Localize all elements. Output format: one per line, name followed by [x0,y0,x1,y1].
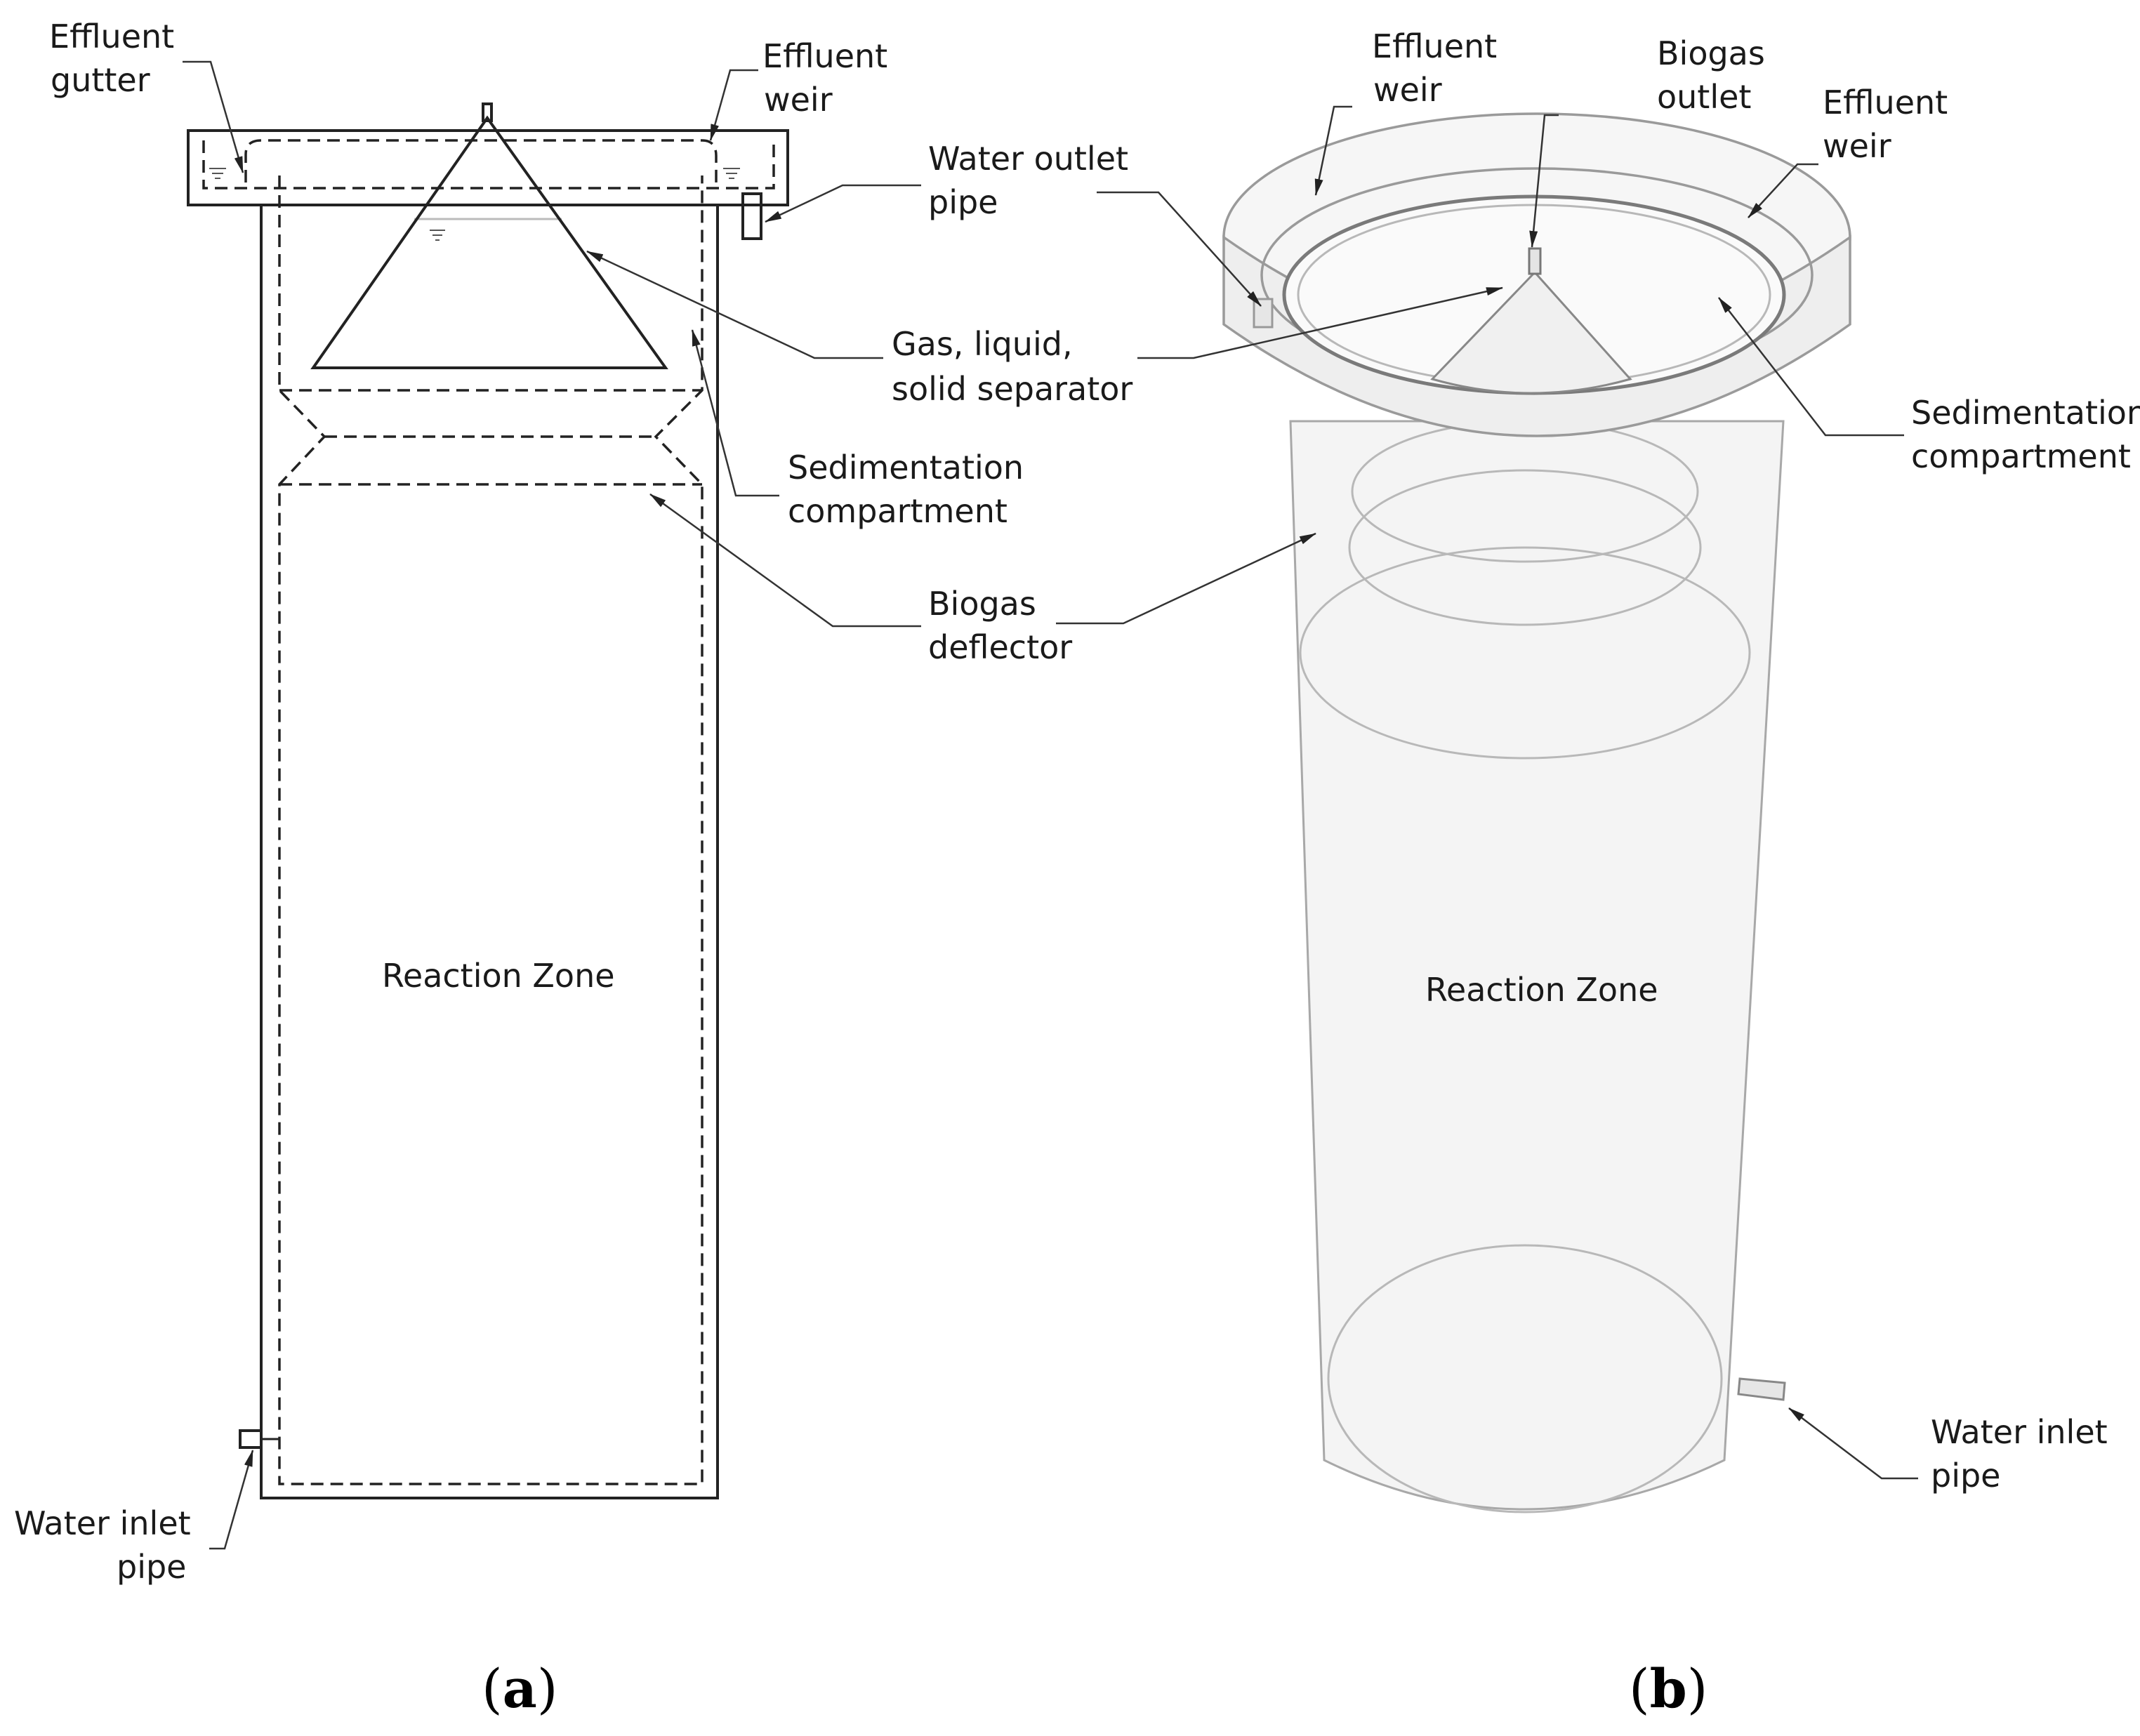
biogas-outlet-nozzle-b [1528,247,1542,275]
label-sedimentation-b: Sedimentation compartment [1911,394,2140,475]
label-sedimentation-a: Sedimentation compartment [788,449,1034,530]
label-effluent-weir-right-b: Effluent weir [1823,84,1958,165]
gls-separator-cone-a [310,115,668,369]
water-level-symbol [209,168,740,241]
panel-b-leaders [1056,105,1918,1480]
reactor-column-a [260,204,719,1499]
water-inlet-pipe-b [1737,1377,1786,1401]
panel-b-labels: Effluent weir Biogas outlet Effluent wei… [1372,27,2140,1495]
outer-shell-a [187,129,789,206]
water-outlet-pipe-a [741,192,762,240]
panel-a-labels: Effluent gutter Effluent weir Water outl… [14,18,1139,1586]
label-biogas-deflector-a: Biogas deflector [928,585,1072,666]
gls-separator-cone-b [1430,270,1632,395]
effluent-weir-a [244,139,718,185]
deflector-ring-b [1348,469,1702,626]
water-inlet-pipe-a [239,1429,263,1449]
water-outlet-stub-b [1253,298,1274,329]
label-effluent-weir-a: Effluent weir [762,37,898,119]
biogas-outlet-nozzle-a [482,102,493,122]
label-effluent-weir-left-b: Effluent weir [1372,27,1507,109]
effluent-gutter-a [202,140,775,190]
panel-b-drawing [1222,112,1851,1513]
label-reaction-zone-b: Reaction Zone [1425,971,1658,1009]
label-water-outlet-pipe-a: Water outlet pipe [928,140,1139,221]
caption-b: (b) [1629,1657,1708,1720]
label-effluent-gutter-a: Effluent gutter [49,18,185,99]
panel-a-drawing [187,102,789,1499]
label-biogas-outlet-b: Biogas outlet [1657,34,1775,116]
inner-wall-a [278,175,704,1485]
panel-a-leaders [183,60,921,1550]
cylinder-body-b [1289,420,1785,1511]
caption-a: (a) [482,1657,558,1720]
label-water-inlet-pipe-a: Water inlet pipe [14,1504,201,1586]
label-reaction-zone-a: Reaction Zone [382,957,615,995]
reaction-zone-disc-b [1299,546,1751,760]
label-gls-separator-a: Gas, liquid, solid separator [892,325,1132,408]
cylinder-bottom-b [1327,1244,1723,1513]
label-water-inlet-pipe-b: Water inlet pipe [1931,1413,2118,1495]
